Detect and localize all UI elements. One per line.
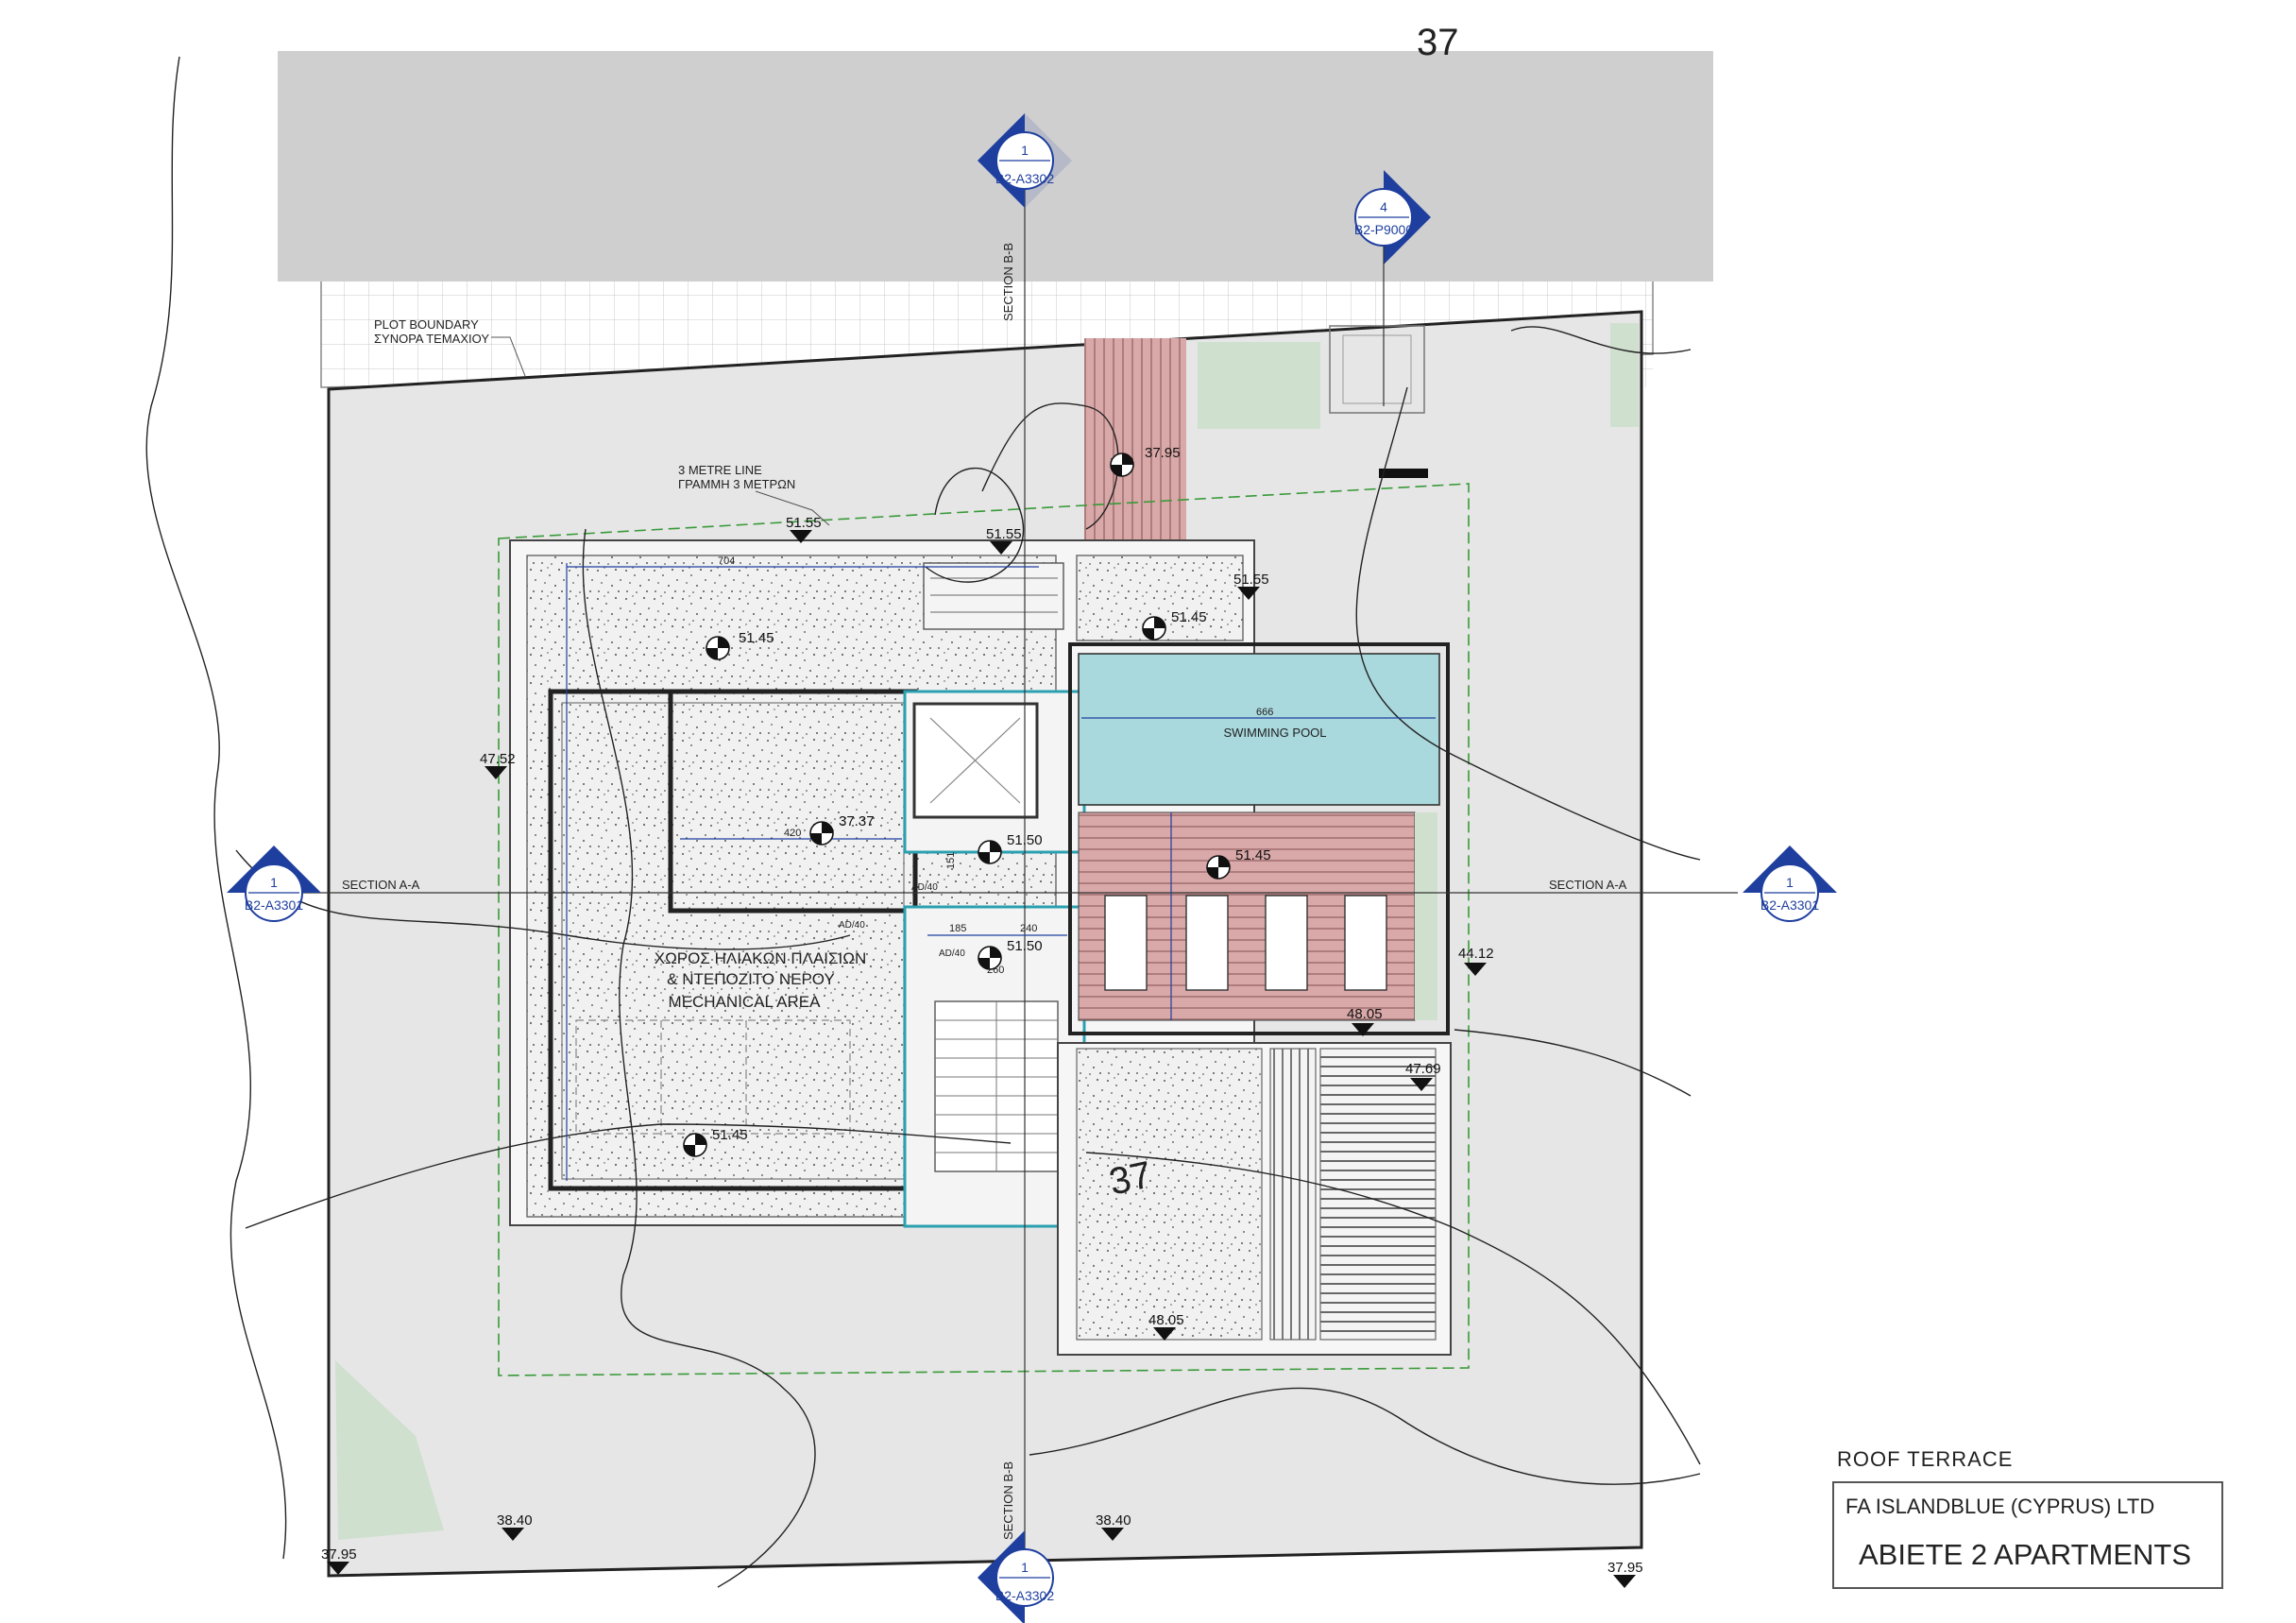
dim-185: 185 [949, 923, 966, 934]
level-51-50: 51.50 [1007, 832, 1043, 848]
dimension-lines [566, 563, 1436, 1181]
dim-420: 420 [784, 828, 801, 839]
section-symbol-bottom: 1 B2-A3302 [978, 1530, 1054, 1623]
section-ref-sheet[interactable]: B2-A3302 [995, 1588, 1054, 1603]
section-bb-label: SECTION B-B [1001, 1461, 1015, 1540]
level-37-95: 37.95 [321, 1546, 357, 1563]
level-51-45: 51.45 [712, 1127, 748, 1143]
level-38-40: 38.40 [1096, 1512, 1131, 1529]
level-51-45: 51.45 [1235, 847, 1271, 863]
stair-top-lines [930, 577, 1058, 613]
door-tag: AD/40 [939, 948, 965, 959]
contour-number-top: 37 [1417, 22, 1459, 63]
section-ref-sheet[interactable]: B2-A3301 [1760, 897, 1819, 913]
entry-deck [1084, 338, 1186, 546]
planter [335, 1360, 444, 1540]
swimming-pool [1078, 653, 1440, 806]
door-tag: AD/40 [911, 882, 938, 893]
level-48-05: 48.05 [1347, 1006, 1383, 1022]
title-box: FA ISLANDBLUE (CYPRUS) LTD ABIETE 2 APAR… [1832, 1481, 2223, 1589]
se-vslats [1269, 1048, 1317, 1341]
gate-box [1329, 325, 1425, 414]
se-slats [1319, 1048, 1437, 1341]
level-51-45: 51.45 [1171, 609, 1207, 625]
mechanical-label-en: MECHANICAL AREA [669, 993, 822, 1011]
section-symbol-left: 1 B2-A3301 [227, 846, 321, 922]
plan-ref-symbol: 4 B2-P9000 [1354, 170, 1431, 265]
se-gravel [1076, 1048, 1263, 1341]
stair-treads [935, 1001, 1058, 1171]
level-44-12: 44.12 [1458, 946, 1494, 962]
plan-ref-sheet[interactable]: B2-P9000 [1354, 222, 1413, 237]
planter [1610, 323, 1639, 427]
level-51-55: 51.55 [786, 515, 822, 531]
level-37-95: 37.95 [1607, 1560, 1643, 1576]
dim-666: 666 [1256, 707, 1273, 718]
gate-box-inner [1342, 334, 1412, 404]
door-tag: AD/40 [839, 920, 865, 931]
level-51-55: 51.55 [986, 526, 1022, 542]
dim-151: 151 [945, 852, 957, 869]
contour-number: 37 [1106, 1153, 1156, 1203]
level-51-45: 51.45 [739, 630, 774, 646]
leader [491, 336, 526, 377]
pool-label: SWIMMING POOL [1223, 726, 1326, 740]
planter [1198, 342, 1320, 429]
leader [755, 490, 830, 526]
sun-loungers [1104, 895, 1387, 991]
three-metre-line [498, 483, 1470, 1376]
level-38-40: 38.40 [497, 1512, 533, 1529]
level-51-55: 51.55 [1233, 572, 1269, 588]
pool-deck-green [1415, 812, 1437, 1020]
inner-wall [668, 692, 907, 914]
three-metre-label-gr: ΓΡΑΜΜΗ 3 ΜΕΤΡΩΝ [678, 477, 795, 491]
section-ref-num[interactable]: 1 [1021, 143, 1029, 158]
project-name: ABIETE 2 APARTMENTS [1859, 1538, 2192, 1571]
section-ref-sheet[interactable]: B2-A3302 [995, 171, 1054, 186]
level-47-52: 47.52 [480, 751, 516, 767]
section-ref-num[interactable]: 1 [1786, 875, 1794, 890]
plot-boundary-label: PLOT BOUNDARY [374, 317, 479, 332]
contour-lines [145, 56, 1701, 1588]
section-symbol-right: 1 B2-A3301 [1743, 846, 1837, 922]
level-51-50: 51.50 [1007, 938, 1043, 954]
view-title: ROOF TERRACE [1837, 1447, 2014, 1471]
section-ref-sheet[interactable]: B2-A3301 [245, 897, 303, 913]
three-metre-label: 3 METRE LINE [678, 463, 762, 477]
pool-outline [1068, 642, 1450, 1035]
mechanical-label-gr1: ΧΩΡΟΣ ΗΛΙΑΚΩΝ ΠΛΑΙΣΙΩΝ [655, 949, 867, 967]
level-37-95: 37.95 [1145, 445, 1181, 461]
section-ref-num[interactable]: 1 [1021, 1560, 1029, 1575]
section-ref-num[interactable]: 1 [270, 875, 278, 890]
dim-704: 704 [718, 555, 735, 567]
client-name: FA ISLANDBLUE (CYPRUS) LTD [1845, 1495, 2155, 1518]
dim-240: 240 [1020, 923, 1037, 934]
section-bb-label: SECTION B-B [1001, 243, 1015, 321]
section-symbol-top: 1 B2-A3302 [978, 113, 1072, 208]
level-48-05: 48.05 [1148, 1312, 1184, 1328]
stair-top [923, 562, 1064, 630]
plan-ref-num[interactable]: 4 [1380, 199, 1387, 214]
dashed-equipment [575, 1019, 851, 1135]
lift-cross [929, 717, 1021, 804]
section-aa-label: SECTION A-A [342, 878, 420, 892]
section-aa-label: SECTION A-A [1549, 878, 1627, 892]
plot-boundary-label-gr: ΣΥΝΟΡΑ ΤΕΜΑΧΙΟΥ [374, 332, 489, 346]
mechanical-label-gr2: & ΝΤΕΠΟΖΙΤΟ ΝΕΡΟΥ [667, 970, 835, 988]
post [1379, 469, 1428, 478]
level-47-69: 47.69 [1405, 1061, 1441, 1077]
level-37-37: 37.37 [839, 813, 875, 829]
